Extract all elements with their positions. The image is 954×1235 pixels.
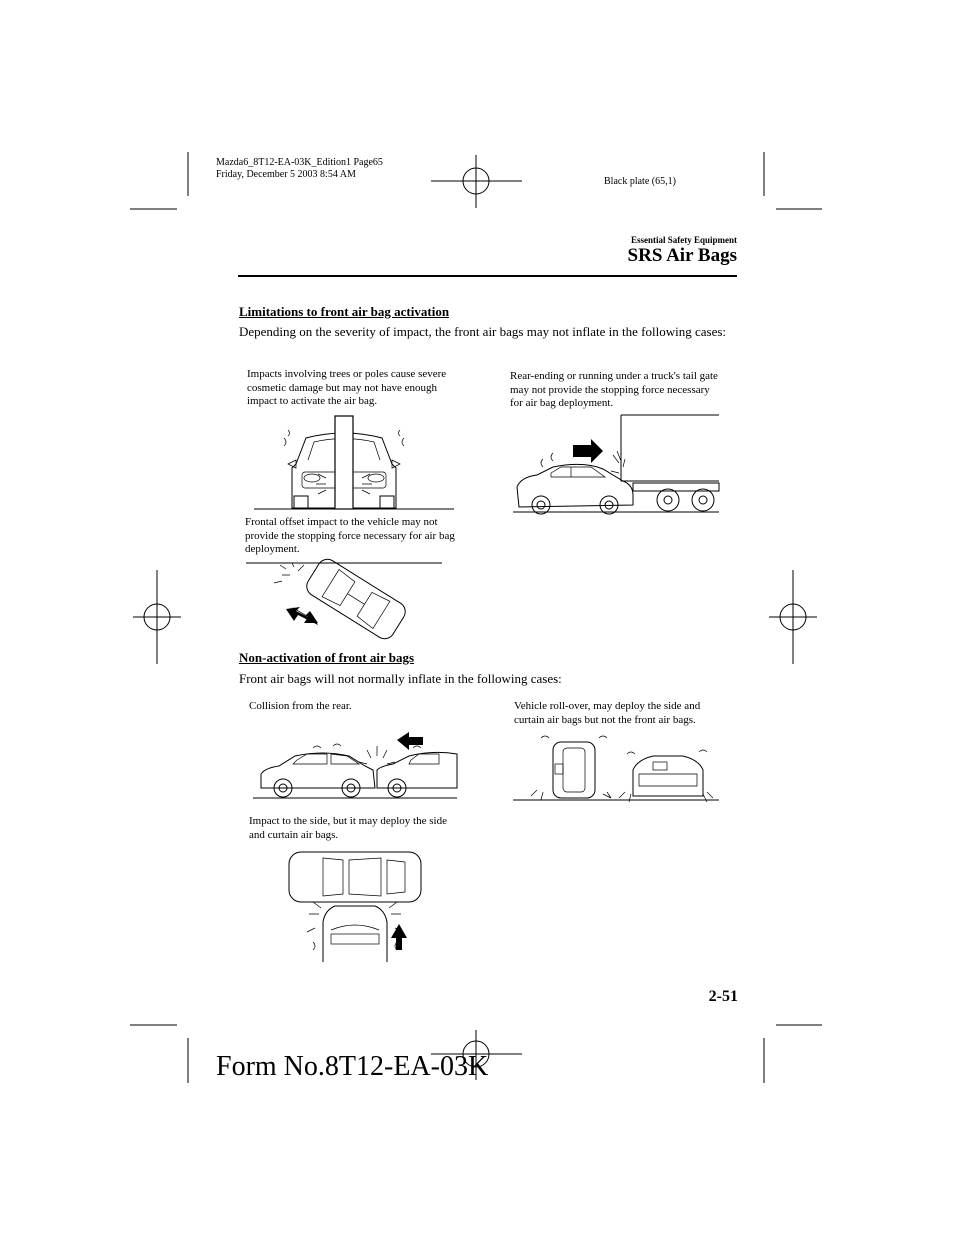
side-impact-caption: Impact to the side, but it may deploy th…: [249, 815, 447, 841]
limitations-heading: Limitations to front air bag activation: [239, 304, 450, 319]
offset-impact-caption: Frontal offset impact to the vehicle may…: [245, 516, 455, 555]
pole-impact-illustration: [254, 415, 454, 510]
print-job-timestamp: Friday, December 5 2003 8:54 AM: [216, 169, 356, 180]
section-title: SRS Air Bags: [627, 245, 737, 266]
print-job-info: Mazda6_8T12-EA-03K_Edition1 Page65 Frida…: [216, 157, 383, 181]
offset-impact-illustration: [246, 558, 442, 640]
non-activation-intro: Front air bags will not normally inflate…: [239, 671, 562, 686]
rear-collision-illustration: [253, 732, 458, 799]
section-category: Essential Safety Equipment: [630, 235, 737, 245]
rollover-illustration: [513, 735, 719, 803]
form-number: Form No.8T12-EA-03K: [216, 1051, 489, 1082]
non-activation-heading: Non-activation of front air bags: [239, 650, 415, 665]
plate-label: Black plate (65,1): [604, 176, 676, 187]
truck-impact-caption: Rear-ending or running under a truck's t…: [510, 370, 718, 409]
page-number: 2-51: [708, 988, 738, 1005]
truck-underride-illustration: [513, 414, 720, 515]
rear-collision-caption: Collision from the rear.: [249, 700, 352, 712]
section-rule: [238, 275, 737, 277]
pole-impact-caption: Impacts involving trees or poles cause s…: [247, 368, 447, 407]
rollover-caption: Vehicle roll-over, may deploy the side a…: [514, 700, 701, 726]
print-job-filename: Mazda6_8T12-EA-03K_Edition1 Page65: [216, 157, 383, 168]
limitations-intro: Depending on the severity of impact, the…: [239, 324, 727, 339]
side-impact-illustration: [288, 851, 422, 962]
